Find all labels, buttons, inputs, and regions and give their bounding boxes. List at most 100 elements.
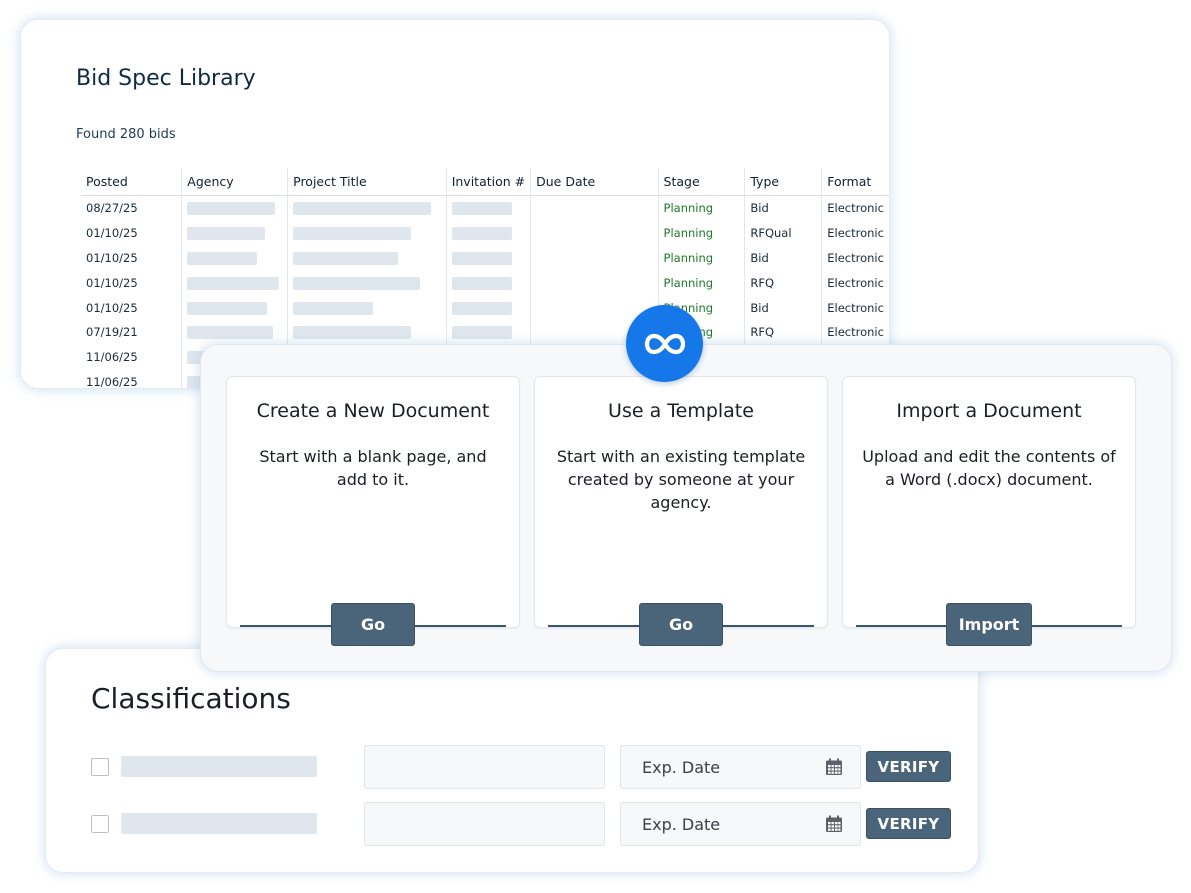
redacted-text-placeholder (187, 301, 268, 315)
cell-project-title-placeholder (287, 319, 447, 345)
column-header-posted[interactable]: Posted (81, 168, 183, 196)
redacted-text-placeholder (451, 251, 512, 265)
cell-type: RFQ (744, 319, 823, 345)
brand-logo (626, 305, 703, 382)
cell-due-date (530, 195, 659, 221)
cell-type: Bid (744, 195, 823, 221)
option-title: Use a Template (608, 400, 754, 422)
option-title: Import a Document (896, 400, 1082, 422)
cell-posted: 11/06/25 (81, 344, 183, 370)
import-document-button[interactable]: Import (946, 603, 1032, 646)
section-title: Classifications (91, 682, 291, 715)
cell-agency-placeholder (181, 245, 289, 271)
cell-type: RFQ (744, 270, 823, 296)
cell-type: RFQual (744, 220, 823, 246)
column-header-due-date[interactable]: Due Date (530, 168, 659, 196)
expiration-date-input[interactable]: Exp. Date (620, 802, 861, 846)
cell-posted: 01/10/25 (81, 270, 183, 296)
cell-format: Electronic (827, 325, 884, 340)
cell-stage: Planning (658, 220, 746, 246)
cell-invitation-placeholder (446, 220, 532, 246)
redacted-text-placeholder (293, 301, 374, 315)
cell-posted: 01/10/25 (81, 295, 183, 320)
cell-agency-placeholder (181, 295, 289, 320)
classification-number-input[interactable] (364, 745, 605, 789)
column-header-type[interactable]: Type (744, 168, 823, 196)
redacted-text-placeholder (293, 227, 412, 241)
redacted-text-placeholder (293, 326, 412, 340)
cell-project-title-placeholder (287, 245, 447, 271)
classification-number-input[interactable] (364, 802, 605, 846)
classification-name-placeholder (121, 813, 317, 834)
redacted-text-placeholder (451, 301, 512, 315)
results-count: Found 280 bids (76, 127, 176, 142)
column-header-agency[interactable]: Agency (181, 168, 289, 196)
redacted-text-placeholder (451, 276, 512, 290)
create-new-document-go-button[interactable]: Go (331, 603, 415, 646)
cell-due-date (530, 245, 659, 271)
verify-button[interactable]: VERIFY (866, 751, 951, 782)
redacted-text-placeholder (187, 326, 274, 340)
cell-agency-placeholder (181, 270, 289, 296)
classification-checkbox[interactable] (91, 758, 109, 776)
verify-button[interactable]: VERIFY (866, 808, 951, 839)
redacted-text-placeholder (187, 227, 266, 241)
table-row[interactable]: 07/19/21PlanningRFQElectronic (81, 319, 889, 345)
cell-type: Bid (744, 245, 823, 271)
option-description: Start with a blank page, and add to it. (259, 447, 487, 489)
cell-agency-placeholder (181, 195, 289, 221)
cell-posted: 08/27/25 (81, 195, 183, 221)
redacted-text-placeholder (293, 202, 432, 216)
cell-invitation-placeholder (446, 319, 532, 345)
cell-posted: 07/19/21 (81, 319, 183, 345)
option-title: Create a New Document (256, 400, 490, 422)
cell-agency-placeholder (181, 319, 289, 345)
infinity-icon (644, 333, 685, 354)
cell-invitation-placeholder (446, 295, 532, 320)
classification-row: Exp. Date VERIFY (46, 802, 978, 846)
classifications-card: Classifications Exp. Date VERIFY Exp. Da… (45, 648, 979, 873)
cell-format: Electronic (827, 226, 884, 241)
redacted-text-placeholder (293, 276, 421, 290)
expiration-date-placeholder: Exp. Date (642, 758, 721, 777)
cell-format: Electronic (827, 300, 884, 315)
cell-project-title-placeholder (287, 220, 447, 246)
expiration-date-input[interactable]: Exp. Date (620, 745, 861, 789)
cell-type: Bid (744, 295, 823, 320)
cell-project-title-placeholder (287, 295, 447, 320)
cell-posted: 01/10/25 (81, 220, 183, 246)
cell-invitation-placeholder (446, 245, 532, 271)
redacted-text-placeholder (293, 251, 399, 265)
cell-posted: 11/06/25 (81, 369, 183, 388)
column-header-invitation[interactable]: Invitation # (446, 168, 532, 196)
cell-invitation-placeholder (446, 195, 532, 221)
classification-checkbox[interactable] (91, 815, 109, 833)
expiration-date-placeholder: Exp. Date (642, 815, 721, 834)
column-header-project-title[interactable]: Project Title (287, 168, 447, 196)
calendar-icon[interactable] (825, 815, 843, 833)
use-template-go-button[interactable]: Go (639, 603, 723, 646)
cell-due-date (530, 220, 659, 246)
redacted-text-placeholder (451, 227, 512, 241)
redacted-text-placeholder (187, 276, 280, 290)
cell-format: Electronic (827, 250, 884, 265)
cell-posted: 01/10/25 (81, 245, 183, 271)
bid-spec-library-card: Bid Spec Library Found 280 bids Posted A… (20, 19, 890, 389)
redacted-text-placeholder (187, 251, 258, 265)
redacted-text-placeholder (187, 202, 276, 216)
cell-project-title-placeholder (287, 270, 447, 296)
column-header-stage[interactable]: Stage (658, 168, 746, 196)
calendar-icon[interactable] (825, 758, 843, 776)
option-description: Upload and edit the contents of a Word (… (862, 447, 1116, 489)
cell-format: Electronic (827, 275, 884, 290)
cell-invitation-placeholder (446, 270, 532, 296)
redacted-text-placeholder (451, 202, 512, 216)
cell-project-title-placeholder (287, 195, 447, 221)
column-header-format[interactable]: Format (821, 168, 889, 196)
redacted-text-placeholder (451, 326, 512, 340)
